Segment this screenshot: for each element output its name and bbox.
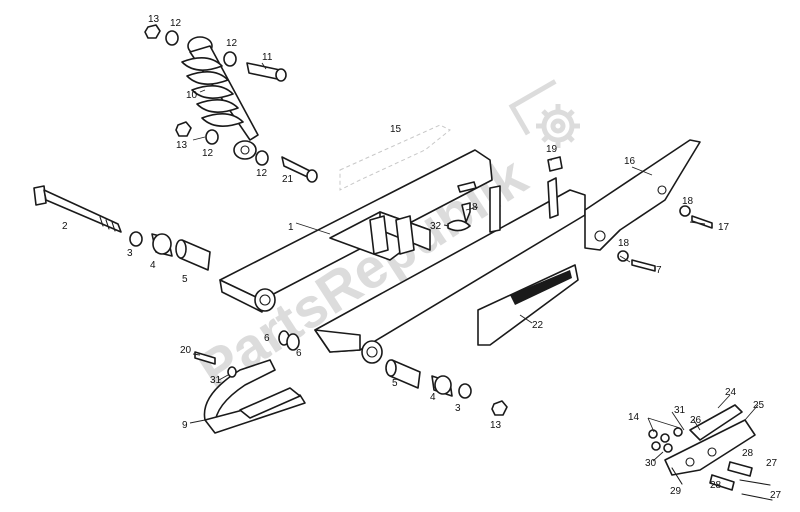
washer-12-top-left xyxy=(165,30,179,46)
callout-10: 10 xyxy=(186,90,198,101)
callout-4b: 4 xyxy=(430,392,436,403)
callout-9: 9 xyxy=(182,420,188,431)
gear-icon xyxy=(508,79,580,148)
callout-12c: 12 xyxy=(202,148,214,159)
nut-13-top xyxy=(144,24,161,39)
part-16-chain-guard xyxy=(584,139,701,251)
screw-8 xyxy=(461,202,471,223)
callout-14: 14 xyxy=(628,412,640,423)
washer-3-right xyxy=(458,383,472,399)
callout-4a: 4 xyxy=(150,260,156,271)
bolt-17 xyxy=(691,215,713,229)
callout-7: 7 xyxy=(656,265,662,276)
callout-31a: 31 xyxy=(210,375,222,386)
shock-hardware xyxy=(144,24,318,183)
clip-19 xyxy=(547,156,563,172)
callout-32: 32 xyxy=(430,221,442,232)
callout-17: 17 xyxy=(718,222,730,233)
callout-16: 16 xyxy=(624,156,636,167)
callout-5b: 5 xyxy=(392,378,398,389)
callout-18b: 18 xyxy=(618,238,630,249)
washer-3-left xyxy=(129,231,143,247)
callout-1: 1 xyxy=(288,222,294,233)
callout-labels: 13 12 12 11 10 13 12 12 21 15 1 2 3 4 5 … xyxy=(62,14,782,501)
washer-18-top xyxy=(679,205,691,217)
clamp-32 xyxy=(447,219,471,232)
callout-6a: 6 xyxy=(264,333,270,344)
leader-lines xyxy=(189,62,759,462)
callout-19: 19 xyxy=(546,144,558,155)
callout-27a: 27 xyxy=(766,458,778,469)
callout-12d: 12 xyxy=(256,168,268,179)
callout-11: 11 xyxy=(262,52,273,63)
shock-spring xyxy=(181,57,244,127)
callout-28b: 28 xyxy=(710,480,722,491)
callout-30: 30 xyxy=(645,458,657,469)
bolt-7 xyxy=(631,259,656,272)
right-pivot-parts xyxy=(385,359,508,416)
part-22-decal xyxy=(477,264,579,346)
plate-24 xyxy=(689,404,743,441)
part-10-shock-absorber xyxy=(181,36,259,160)
callout-8: 8 xyxy=(472,202,478,213)
washer-18-low xyxy=(617,250,629,262)
callout-21: 21 xyxy=(282,174,294,185)
callout-20: 20 xyxy=(180,345,192,356)
callout-3a: 3 xyxy=(127,248,133,259)
part-15-guard xyxy=(339,124,451,191)
callout-6b: 6 xyxy=(296,348,302,359)
callout-3b: 3 xyxy=(455,403,461,414)
callout-13c: 13 xyxy=(490,420,502,431)
washer-12-mid xyxy=(205,129,219,145)
nut-13-mid xyxy=(175,121,192,137)
callout-22: 22 xyxy=(532,320,544,331)
callout-13a: 13 xyxy=(148,14,160,25)
bracket-top xyxy=(457,181,477,193)
callout-12b: 12 xyxy=(226,38,238,49)
callout-2: 2 xyxy=(62,221,68,232)
callout-29: 29 xyxy=(670,486,682,497)
callout-13b: 13 xyxy=(176,140,188,151)
part-1-swingarm xyxy=(219,149,586,364)
nut-13-right xyxy=(491,400,508,416)
plate-25 xyxy=(664,419,756,476)
callout-25: 25 xyxy=(753,400,765,411)
callout-31b: 31 xyxy=(674,405,686,416)
washer-12-top-right xyxy=(223,51,237,67)
left-pivot-parts xyxy=(129,231,211,271)
washer-31 xyxy=(227,366,237,378)
small-fasteners xyxy=(447,156,563,232)
part-2-axle-bolt xyxy=(33,185,122,233)
callout-28a: 28 xyxy=(742,448,754,459)
callout-27b: 27 xyxy=(770,490,782,501)
callout-15: 15 xyxy=(390,124,402,135)
callout-5a: 5 xyxy=(182,274,188,285)
callout-26: 26 xyxy=(690,415,702,426)
callout-24: 24 xyxy=(725,387,737,398)
washers-6 xyxy=(278,330,300,351)
chainguard-hardware xyxy=(617,205,713,272)
callout-18a: 18 xyxy=(682,196,694,207)
part-9-chain-slider xyxy=(194,351,306,434)
callout-12a: 12 xyxy=(170,18,182,29)
washer-12-low xyxy=(255,150,269,166)
